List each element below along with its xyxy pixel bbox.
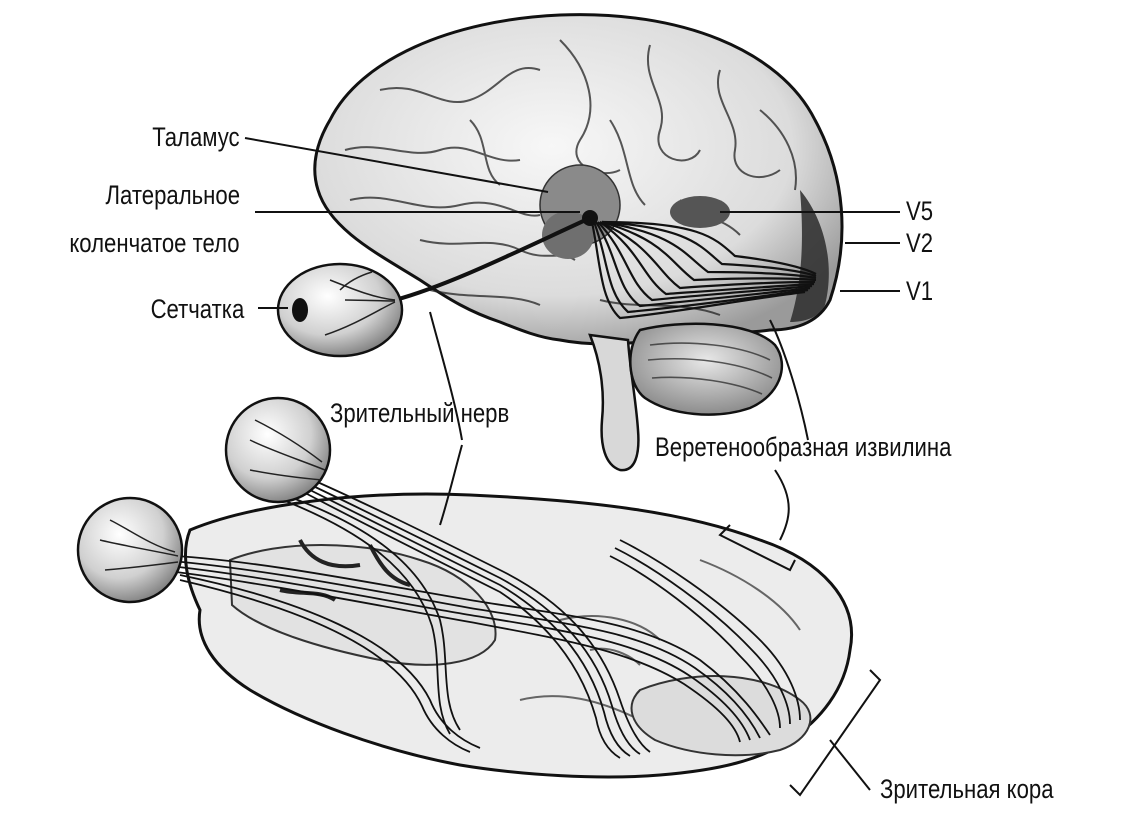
eye-right-ventral xyxy=(226,398,330,502)
label-fusiform-gyrus: Веретенообразная извилина xyxy=(655,432,951,462)
label-v2: V2 xyxy=(906,228,933,258)
label-optic-nerve: Зрительный нерв xyxy=(330,398,509,428)
label-lgn-line2: коленчатое тело xyxy=(70,228,240,258)
label-visual-cortex: Зрительная кора xyxy=(880,774,1054,804)
eye-lateral xyxy=(278,264,402,356)
label-v5: V5 xyxy=(906,196,933,226)
label-lgn-line1: Латеральное xyxy=(105,180,240,210)
label-v1: V1 xyxy=(906,276,933,306)
label-retina: Сетчатка xyxy=(150,294,244,324)
label-thalamus: Таламус xyxy=(153,122,240,152)
eye-left-ventral xyxy=(78,498,182,602)
cerebellum xyxy=(630,324,782,415)
